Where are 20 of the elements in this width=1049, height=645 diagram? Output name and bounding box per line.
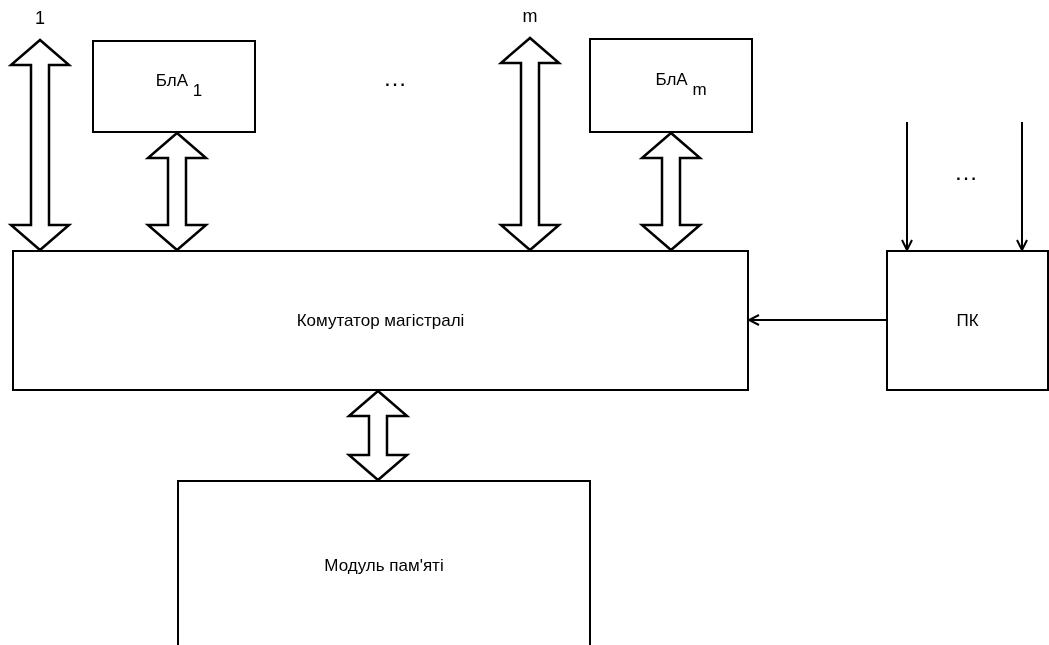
block-box [92,40,256,133]
double-arrow [345,389,411,482]
arrow [748,314,887,326]
ellipsis-label: … [954,158,978,186]
block-box [589,38,753,133]
block-label: ПК [956,310,979,331]
arrow [901,121,913,251]
block-box [886,250,1049,391]
double-arrow [638,131,704,252]
block-box [12,250,749,391]
double-arrow [7,38,73,252]
block-label: Модуль пам'яті [324,556,444,576]
channel-number: m [522,6,538,27]
double-arrow [144,131,210,252]
arrow [1016,121,1028,251]
ellipsis-label: … [383,64,407,92]
block-box [177,480,591,645]
channel-number: 1 [35,8,45,29]
block-label: Комутатор магістралі [296,310,465,331]
double-arrow [497,36,563,252]
